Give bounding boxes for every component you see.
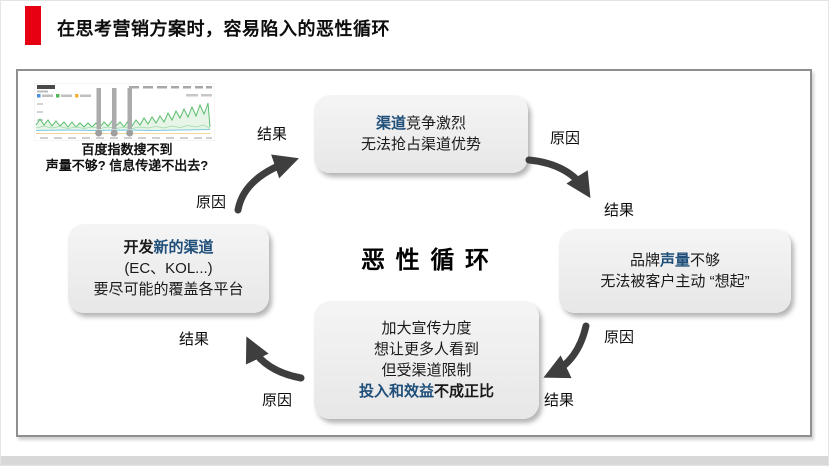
emphasis-text: 投入和效益 [358,383,434,400]
cycle-box-promotion-cost: 加大宣传力度 想让更多人看到 但受渠道限制 投入和效益不成正比 [314,301,539,419]
flow-label-cause: 原因 [262,392,293,409]
box-line: 无法抢占渠道优势 [360,136,481,153]
box-line: 品牌声量不够 [630,250,720,271]
box-line: 开发新的渠道 [123,237,213,258]
title-accent-bar [25,6,41,45]
window-bottom-edge [1,456,828,465]
flow-label-result: 结果 [544,392,575,409]
baidu-index-chart-icon [33,82,216,142]
evidence-caption-line2: 声量不够? 信息传递不出去? [45,158,209,173]
box-line: 要尽可能的覆盖各平台 [93,281,244,298]
emphasis-text: 渠道 [375,115,406,132]
flow-label-result: 结果 [179,331,210,348]
emphasis-text: 新的渠道 [153,239,214,256]
box-line: (EC、KOL...) [124,260,213,277]
plain-text: 不够 [690,252,721,269]
flow-label-result: 结果 [257,126,288,143]
box-line: 但受渠道限制 [381,362,472,379]
cycle-box-brand-voice: 品牌声量不够 无法被客户主动 “想起” [559,229,791,313]
bold-text: 开发 [123,239,154,256]
bold-text: 不成正比 [434,383,495,400]
plain-text: 品牌 [629,252,660,269]
box-line: 想让更多人看到 [373,341,479,358]
cycle-box-new-channels: 开发新的渠道 (EC、KOL...) 要尽可能的覆盖各平台 [68,224,269,313]
flow-label-cause: 原因 [196,194,227,211]
box-line: 无法被客户主动 “想起” [600,273,750,290]
flow-label-result: 结果 [604,202,635,219]
evidence-caption-line1: 百度指数搜不到 [81,142,173,157]
cycle-box-channel-competition: 渠道竞争激烈 无法抢占渠道优势 [314,95,528,173]
emphasis-text: 声量 [659,252,690,269]
flow-label-cause: 原因 [550,130,581,147]
box-line: 渠道竞争激烈 [376,113,466,134]
flow-label-cause: 原因 [604,329,635,346]
box-line: 加大宣传力度 [381,320,472,337]
cycle-center-title: 恶 性 循 环 [360,247,491,274]
page-title: 在思考营销方案时，容易陷入的恶性循环 [57,19,390,39]
evidence-caption: 百度指数搜不到 声量不够? 信息传递不出去? [15,142,239,174]
plain-text: 竞争激烈 [406,115,467,132]
box-line: 投入和效益不成正比 [359,381,494,402]
